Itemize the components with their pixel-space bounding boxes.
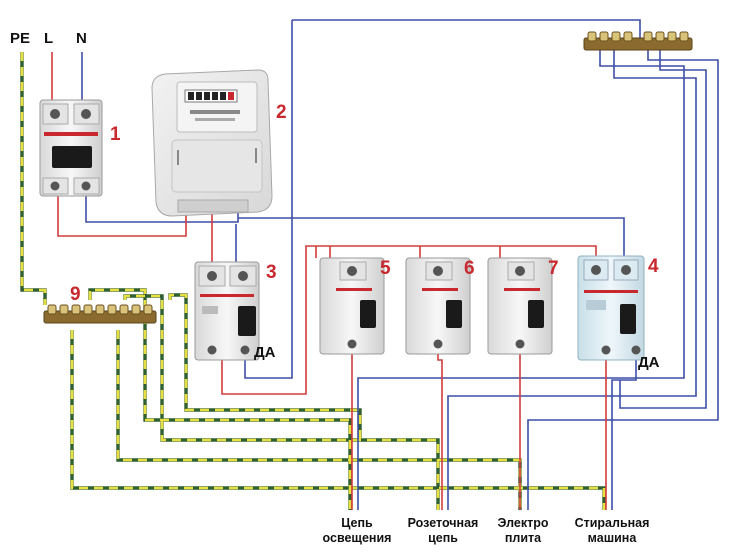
device-number-5: 5	[380, 258, 391, 279]
rcbo-4	[577, 255, 645, 361]
device-number-7: 7	[548, 258, 559, 279]
device-number-6: 6	[464, 258, 475, 279]
circuit-stove-label: Электро плита	[488, 516, 558, 546]
terminal-pe-label: PE	[10, 30, 31, 47]
circuit-sockets-line2: цепь	[428, 531, 458, 545]
rcd-3-da-label: ДА	[254, 344, 276, 361]
ground-wires	[20, 52, 606, 510]
device-number-3: 3	[266, 262, 277, 283]
circuit-stove-line1: Электро	[497, 516, 549, 530]
device-number-1: 1	[110, 124, 121, 145]
rcbo-4-da-label: ДА	[638, 354, 660, 371]
breaker-5	[319, 257, 385, 355]
breaker-1	[39, 99, 103, 197]
device-number-2: 2	[276, 102, 287, 123]
rcd-3	[194, 261, 260, 361]
circuit-washer-line1: Стиральная	[574, 516, 650, 530]
terminal-n-label: N	[76, 30, 87, 47]
circuit-stove-line2: плита	[504, 531, 542, 545]
neutral-wires	[81, 19, 719, 510]
circuit-washer-line2: машина	[587, 531, 637, 545]
breaker-7	[487, 257, 553, 355]
circuit-lighting-label: Цепь освещения	[312, 516, 402, 546]
terminal-l-label: L	[44, 30, 54, 47]
circuit-lighting-line2: освещения	[322, 531, 392, 545]
breaker-6	[405, 257, 471, 355]
device-number-4: 4	[648, 256, 659, 277]
circuit-washer-label: Стиральная машина	[562, 516, 662, 546]
neutral-busbar	[583, 31, 693, 51]
electric-meter	[151, 69, 273, 217]
circuit-sockets-label: Розеточная цепь	[398, 516, 488, 546]
ground-busbar-9	[43, 304, 157, 324]
circuit-lighting-line1: Цепь	[341, 516, 373, 530]
device-number-9: 9	[70, 284, 81, 305]
circuit-sockets-line1: Розеточная	[407, 516, 479, 530]
